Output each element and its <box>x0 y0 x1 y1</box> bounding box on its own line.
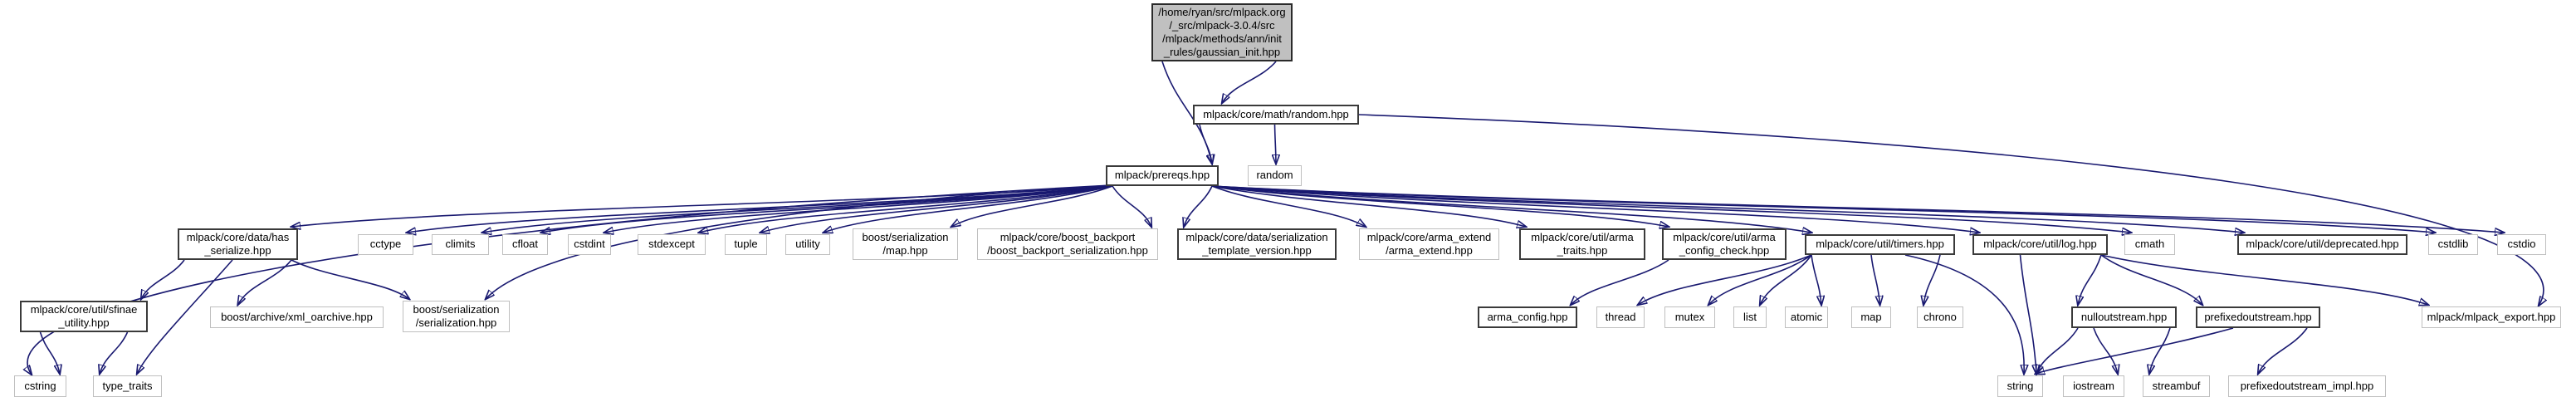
edge-log-to-prefixedoutstream <box>2100 254 2202 305</box>
edge-prereqs-to-ser_tmpl <box>1184 185 1213 227</box>
node-timers[interactable]: mlpack/core/util/timers.hpp <box>1805 234 1955 255</box>
edge-prereqs-to-boost_backport <box>1112 185 1151 227</box>
node-cstring[interactable]: cstring <box>14 375 66 397</box>
node-ser_map[interactable]: boost/serialization /map.hpp <box>853 228 958 260</box>
node-tuple[interactable]: tuple <box>725 234 767 255</box>
edge-timers-to-atomic <box>1811 254 1821 305</box>
node-arma_extend[interactable]: mlpack/core/arma_extend /arma_extend.hpp <box>1359 228 1499 260</box>
edge-math_random-to-prereqs <box>1199 124 1212 164</box>
node-mlpack_export[interactable]: mlpack/mlpack_export.hpp <box>2422 306 2561 328</box>
edge-timers-to-map <box>1870 254 1880 305</box>
node-list[interactable]: list <box>1733 306 1767 328</box>
edge-has_serialize-to-xml_oarchive <box>238 259 292 305</box>
node-prereqs[interactable]: mlpack/prereqs.hpp <box>1106 165 1219 186</box>
node-map[interactable]: map <box>1851 306 1891 328</box>
edge-timers-to-list <box>1760 254 1812 305</box>
node-streambuf[interactable]: streambuf <box>2143 375 2210 397</box>
node-thread[interactable]: thread <box>1596 306 1645 328</box>
edge-arma_config_check-to-arma_config <box>1571 259 1669 305</box>
node-chrono[interactable]: chrono <box>1917 306 1963 328</box>
node-arma_config[interactable]: arma_config.hpp <box>1478 306 1577 328</box>
node-boost_backport[interactable]: mlpack/core/boost_backport /boost_backpo… <box>977 228 1158 260</box>
edge-prefixedoutstream-to-string <box>2036 327 2234 374</box>
node-math_random[interactable]: mlpack/core/math/random.hpp <box>1193 105 1359 125</box>
node-gaussian_init[interactable]: /home/ryan/src/mlpack.org /_src/mlpack-3… <box>1151 3 1293 61</box>
node-type_traits[interactable]: type_traits <box>93 375 162 397</box>
edge-prereqs-to-arma_extend <box>1211 185 1366 227</box>
node-arma_traits[interactable]: mlpack/core/util/arma _traits.hpp <box>1519 228 1645 260</box>
edge-math_random-to-std_random <box>1275 124 1277 164</box>
node-sfinae[interactable]: mlpack/core/util/sfinae _utility.hpp <box>20 301 148 332</box>
edge-log-to-nulloutstream <box>2078 254 2102 305</box>
edge-math_random-to-mlpack_export <box>1358 114 2544 306</box>
node-string[interactable]: string <box>1997 375 2043 397</box>
edge-log-to-string <box>2019 254 2037 374</box>
node-cctype[interactable]: cctype <box>358 234 413 255</box>
edge-prereqs-to-cctype <box>407 185 1113 233</box>
node-atomic[interactable]: atomic <box>1785 306 1828 328</box>
node-cfloat[interactable]: cfloat <box>502 234 548 255</box>
node-xml_oarchive[interactable]: boost/archive/xml_oarchive.hpp <box>210 306 384 328</box>
edge-timers-to-thread <box>1638 254 1812 305</box>
node-prefixedoutstream_impl[interactable]: prefixedoutstream_impl.hpp <box>2228 375 2386 397</box>
edge-nulloutstream-to-iostream <box>2093 327 2118 374</box>
edge-prereqs-to-cstring <box>27 184 1112 375</box>
node-mutex[interactable]: mutex <box>1664 306 1715 328</box>
edge-timers-to-chrono <box>1923 254 1941 305</box>
node-stdexcept[interactable]: stdexcept <box>638 234 706 255</box>
edge-prereqs-to-ser_map <box>951 185 1113 227</box>
edge-log-to-mlpack_export <box>2100 254 2428 305</box>
node-std_random[interactable]: random <box>1248 165 1302 186</box>
edge-prefixedoutstream-to-prefixedoutstream_impl <box>2258 327 2308 374</box>
node-nulloutstream[interactable]: nulloutstream.hpp <box>2071 306 2177 328</box>
edge-sfinae-to-cstring <box>39 331 61 374</box>
node-prefixedoutstream[interactable]: prefixedoutstream.hpp <box>2196 306 2320 328</box>
edge-prereqs-to-log <box>1211 185 1979 233</box>
node-cmath[interactable]: cmath <box>2124 234 2175 255</box>
edge-prereqs-to-serialization <box>486 184 1113 299</box>
node-has_serialize[interactable]: mlpack/core/data/has _serialize.hpp <box>178 228 298 260</box>
edge-nulloutstream-to-streambuf <box>2149 327 2171 374</box>
edge-timers-to-mutex <box>1708 254 1812 305</box>
node-climits[interactable]: climits <box>432 234 489 255</box>
edge-nulloutstream-to-string <box>2036 327 2079 374</box>
edge-has_serialize-to-sfinae <box>141 259 185 299</box>
edge-prereqs-to-timers <box>1211 185 1811 233</box>
node-cstdlib[interactable]: cstdlib <box>2428 234 2478 255</box>
edge-prereqs-to-cstdio <box>1211 185 2504 233</box>
node-cstdint[interactable]: cstdint <box>568 234 611 255</box>
edge-prereqs-to-climits <box>482 185 1113 233</box>
edge-prereqs-to-cmath <box>1211 185 2131 233</box>
edge-sfinae-to-type_traits <box>100 331 129 374</box>
edge-has_serialize-to-type_traits <box>137 259 233 374</box>
edge-prereqs-to-stdexcept <box>699 185 1113 233</box>
node-deprecated[interactable]: mlpack/core/util/deprecated.hpp <box>2237 234 2407 255</box>
edge-prereqs-to-utility <box>824 185 1113 233</box>
edge-prereqs-to-cfloat <box>541 185 1113 233</box>
edge-prereqs-to-tuple <box>760 185 1113 233</box>
edge-prereqs-to-arma_traits <box>1211 185 1526 227</box>
node-cstdio[interactable]: cstdio <box>2497 234 2546 255</box>
edge-has_serialize-to-serialization <box>291 259 409 299</box>
node-serialization[interactable]: boost/serialization /serialization.hpp <box>403 301 510 332</box>
edge-prereqs-to-cstdlib <box>1211 185 2435 233</box>
node-iostream[interactable]: iostream <box>2063 375 2124 397</box>
node-ser_tmpl[interactable]: mlpack/core/data/serialization _template… <box>1177 228 1337 260</box>
node-utility[interactable]: utility <box>785 234 830 255</box>
node-arma_config_check[interactable]: mlpack/core/util/arma _config_check.hpp <box>1662 228 1787 260</box>
edge-prereqs-to-deprecated <box>1211 185 2244 233</box>
edge-prereqs-to-cstdint <box>604 185 1113 233</box>
edge-gaussian_init-to-math_random <box>1222 61 1277 103</box>
edge-timers-to-string <box>1904 254 2024 374</box>
node-log[interactable]: mlpack/core/util/log.hpp <box>1972 234 2108 255</box>
